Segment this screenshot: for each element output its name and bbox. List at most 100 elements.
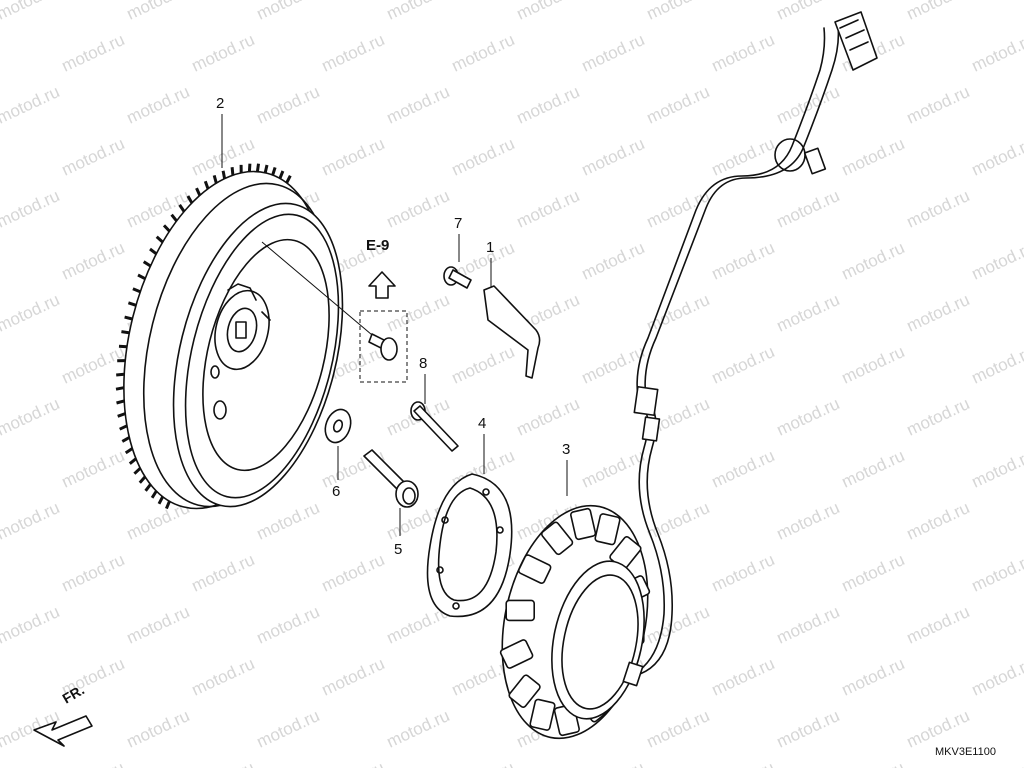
watermark-text: motod.ru (839, 758, 908, 768)
stator-coil (499, 639, 534, 669)
watermark-text: motod.ru (0, 602, 62, 648)
stator-coil (517, 554, 552, 584)
gasket-4: 4 (426, 415, 513, 618)
watermark-text: motod.ru (644, 0, 713, 24)
watermark-text: motod.ru (254, 498, 323, 544)
flywheel-rotor (115, 163, 379, 510)
watermark-text: motod.ru (449, 758, 518, 768)
watermark-text: motod.ru (384, 706, 453, 752)
front-arrow-icon (33, 715, 93, 747)
watermark-text: motod.ru (319, 758, 388, 768)
watermark-text: motod.ru (579, 30, 648, 76)
flywheel-tooth (137, 273, 146, 281)
flywheel-tooth (116, 372, 125, 377)
watermark-text: motod.ru (449, 30, 518, 76)
flywheel-tooth (186, 195, 194, 204)
watermark-text: motod.ru (904, 186, 973, 232)
watermark-text: motod.ru (579, 238, 648, 284)
watermark-text: motod.ru (319, 550, 388, 596)
watermark-text: motod.ru (189, 654, 258, 700)
watermark-text: motod.ru (969, 134, 1024, 180)
flywheel-tooth (124, 315, 133, 321)
watermark-text: motod.ru (709, 550, 778, 596)
watermark-text: motod.ru (969, 758, 1024, 768)
watermark-text: motod.ru (384, 290, 453, 336)
watermark-text: motod.ru (644, 186, 713, 232)
flywheel-tooth (165, 500, 171, 510)
watermark-text: motod.ru (839, 134, 908, 180)
watermark-text: motod.ru (774, 290, 843, 336)
callout-1-label: 1 (486, 239, 494, 256)
washer-6: 6 (324, 408, 352, 500)
callout-5-label: 5 (394, 541, 402, 558)
watermark-text: motod.ru (254, 0, 323, 24)
callout-6-label: 6 (332, 483, 340, 500)
watermark-text: motod.ru (904, 0, 973, 24)
watermark-text: motod.ru (969, 550, 1024, 596)
stator-coil (540, 521, 574, 556)
watermark-text: motod.ru (319, 30, 388, 76)
callout-2-label: 2 (216, 95, 224, 112)
watermark-text: motod.ru (774, 186, 843, 232)
watermark-text: motod.ru (839, 238, 908, 284)
flywheel-tooth (128, 457, 137, 465)
watermark-text: motod.ru (384, 82, 453, 128)
flywheel-tooth (121, 330, 130, 335)
watermark-text: motod.ru (774, 498, 843, 544)
watermark-text: motod.ru (904, 82, 973, 128)
callout-7-label: 7 (454, 215, 462, 232)
flywheel-tooth (142, 260, 152, 268)
reference-label: E-9 (366, 237, 389, 254)
flywheel-tooth (263, 164, 269, 174)
flywheel-tooth (178, 204, 186, 213)
watermark-text: motod.ru (0, 0, 62, 24)
watermark-text: motod.ru (709, 654, 778, 700)
watermark-text: motod.ru (189, 550, 258, 596)
watermark-text: motod.ru (644, 706, 713, 752)
watermark-text: motod.ru (774, 0, 843, 24)
flywheel-tooth (170, 213, 178, 222)
watermark-text: motod.ru (579, 446, 648, 492)
stator-coil (508, 674, 541, 708)
watermark-text: motod.ru (124, 602, 193, 648)
watermark-text: motod.ru (514, 186, 583, 232)
watermark-text: motod.ru (0, 498, 62, 544)
callout-4-label: 4 (478, 415, 486, 432)
watermark-text: motod.ru (449, 134, 518, 180)
flywheel-tooth (138, 475, 147, 484)
watermark-text: motod.ru (59, 134, 128, 180)
flywheel-tooth (119, 424, 128, 431)
watermark-text: motod.ru (579, 134, 648, 180)
flywheel-tooth (195, 187, 202, 197)
flywheel-tooth (118, 344, 127, 349)
watermark-text: motod.ru (709, 342, 778, 388)
watermark-text: motod.ru (254, 82, 323, 128)
flywheel-tooth (127, 301, 137, 307)
watermark-text: motod.ru (774, 706, 843, 752)
watermark-text: motod.ru (969, 654, 1024, 700)
watermark-text: motod.ru (904, 602, 973, 648)
watermark-text: motod.ru (254, 706, 323, 752)
flywheel-tooth (157, 496, 165, 505)
flywheel-tooth (203, 180, 210, 190)
flywheel-tooth (117, 412, 126, 418)
watermark-text: motod.ru (969, 342, 1024, 388)
watermark-text: motod.ru (59, 758, 128, 768)
clamp-1: 1 (483, 239, 541, 379)
flywheel-tooth (278, 170, 285, 179)
reference-e9: E-9 (359, 237, 408, 383)
watermark-text: motod.ru (969, 30, 1024, 76)
watermark-text: motod.ru (644, 290, 713, 336)
watermark-text: motod.ru (0, 82, 62, 128)
watermark-text: motod.ru (904, 394, 973, 440)
watermark-text: motod.ru (124, 706, 193, 752)
watermark-text: motod.ru (839, 654, 908, 700)
watermark-text: motod.ru (59, 342, 128, 388)
watermark-text: motod.ru (969, 446, 1024, 492)
watermark-text: motod.ru (904, 706, 973, 752)
watermark-text: motod.ru (124, 82, 193, 128)
bolt-7: 7 (443, 215, 472, 289)
flywheel-tooth (271, 166, 277, 176)
watermark-text: motod.ru (969, 238, 1024, 284)
